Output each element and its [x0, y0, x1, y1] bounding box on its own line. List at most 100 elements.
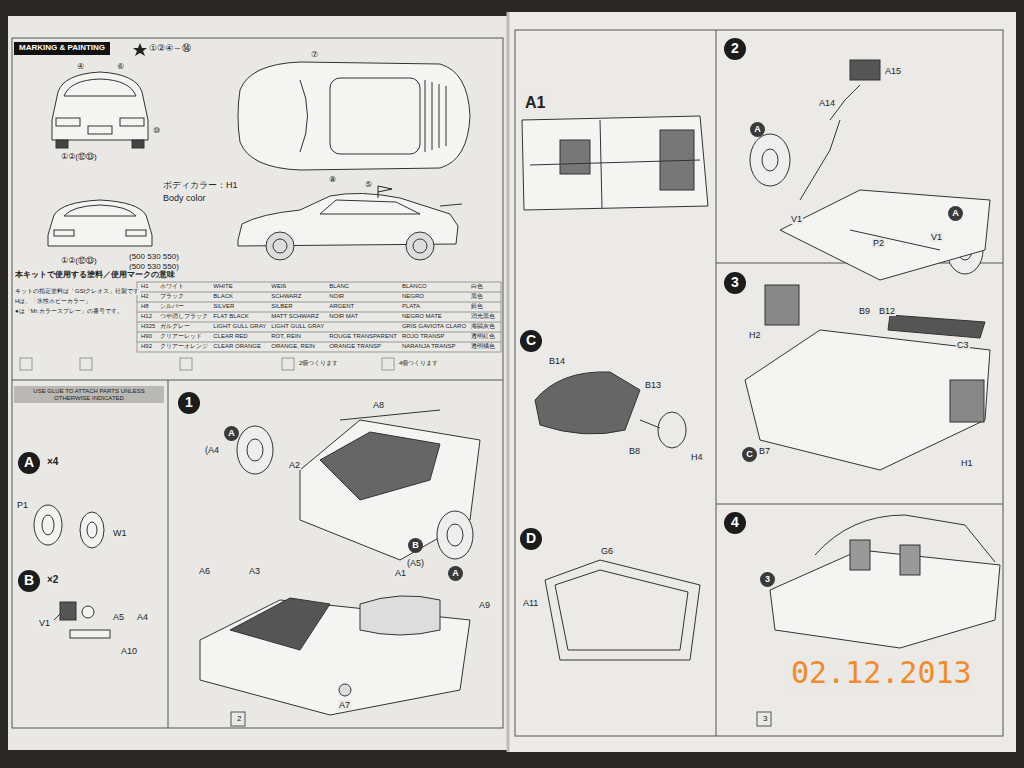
table-cell: 透明紅色	[470, 333, 496, 340]
line-art	[64, 79, 136, 96]
table-cell: NOIR	[328, 293, 345, 300]
line-art	[447, 524, 463, 546]
part-number: A1	[524, 94, 546, 112]
line-art	[70, 630, 110, 638]
table-cell: NARANJA TRANSP	[401, 343, 457, 350]
line-art	[600, 120, 602, 208]
table-cell: H1	[140, 283, 150, 290]
node-text: 2	[731, 41, 739, 56]
node-text: 3	[731, 275, 739, 290]
node-text: C	[526, 333, 536, 348]
callout-number: ①②(⑫⑬)	[60, 256, 98, 265]
line-art	[950, 380, 984, 422]
line-art	[413, 239, 427, 253]
quantity-mark: ×4	[46, 456, 59, 468]
line-art	[56, 118, 80, 126]
line-art	[437, 511, 473, 559]
node-text: A	[754, 125, 761, 135]
part-number: (A5)	[406, 558, 425, 568]
table-cell: ブラック	[159, 293, 185, 300]
star-mark	[133, 43, 147, 56]
line-art	[133, 43, 147, 56]
node-text: 4	[731, 515, 739, 530]
line-art	[330, 78, 420, 154]
callout-number: ①②(⑫⑬)	[60, 152, 98, 161]
line-art	[320, 200, 420, 214]
line-art	[545, 560, 700, 660]
table-cell: 海鷗灰色	[470, 323, 496, 330]
line-art	[266, 232, 294, 260]
wheel-parts	[34, 505, 110, 638]
table-cell: SCHWARZ	[270, 293, 302, 300]
line-art	[120, 118, 144, 126]
table-cell: ARGENT	[328, 303, 355, 310]
node-text: 3	[765, 575, 770, 585]
callout-number: ⑩	[152, 126, 161, 135]
table-cell: MATT SCHWARZ	[270, 313, 320, 320]
reference-circle: A	[224, 426, 239, 441]
part-number: B9	[858, 306, 871, 316]
part-number: A4	[136, 612, 149, 622]
reference-circle: A	[948, 206, 963, 221]
line-art	[168, 380, 169, 728]
part-number: V1	[38, 618, 51, 628]
node-text: USE GLUE TO ATTACH PARTS UNLESS OTHERWIS…	[18, 388, 160, 401]
callout-number: Body color	[162, 193, 207, 203]
table-cell: 透明橘色	[470, 343, 496, 350]
page-number: 3	[762, 714, 768, 723]
part-number: H4	[690, 452, 704, 462]
node-text: A	[452, 569, 459, 579]
reference-circle: A	[448, 566, 463, 581]
line-art	[378, 186, 392, 198]
table-cell: ホワイト	[159, 283, 185, 290]
table-cell: WEIß	[270, 283, 287, 290]
table-cell: LIGHT GULL GRAY	[270, 323, 325, 330]
section-header: MARKING & PAINTING	[14, 42, 110, 55]
date-stamp: 02.12.2013	[790, 656, 973, 691]
line-art	[300, 80, 308, 152]
line-art	[56, 140, 68, 148]
line-art	[60, 602, 76, 620]
table-cell: クリアーオレンジ	[159, 343, 209, 350]
line-art	[12, 380, 503, 381]
step-circle: 1	[178, 392, 200, 414]
line-art	[340, 410, 440, 420]
line-art	[231, 712, 245, 726]
line-art	[508, 12, 1016, 752]
line-art	[850, 540, 870, 570]
line-art	[54, 614, 60, 620]
line-art	[48, 200, 152, 246]
line-art	[800, 120, 840, 200]
line-art	[515, 30, 1003, 736]
node-text: MARKING & PAINTING	[19, 44, 105, 53]
callout-number: ⑥	[116, 62, 125, 71]
line-art	[273, 239, 287, 253]
node-text: B	[24, 573, 34, 588]
table-cell: シルバー	[159, 303, 185, 310]
node-text: A	[952, 209, 959, 219]
line-art	[770, 550, 1000, 648]
table-cell: NEGRO MATE	[401, 313, 443, 320]
symbol-caption: 4個つくります	[398, 360, 439, 367]
line-art	[757, 712, 771, 726]
table-cell: BLACK	[212, 293, 234, 300]
node-text: A	[24, 455, 34, 470]
line-art	[440, 204, 462, 206]
line-art	[530, 160, 700, 165]
part-number: P2	[872, 238, 885, 248]
line-art	[640, 420, 660, 428]
step-circle: A	[18, 452, 40, 474]
step-circle: 2	[724, 38, 746, 60]
table-cell: LIGHT GULL GRAY	[212, 323, 267, 330]
table-cell: H92	[140, 343, 153, 350]
part-number: B7	[758, 446, 771, 456]
line-art	[745, 330, 990, 470]
line-art	[132, 140, 144, 148]
symbol-caption: 2個つくります	[298, 360, 339, 367]
line-art	[320, 432, 440, 500]
line-art	[446, 86, 447, 146]
table-cell: PLATA	[401, 303, 421, 310]
line-art	[716, 504, 1003, 505]
line-art	[382, 358, 394, 370]
part-number: C3	[956, 340, 970, 350]
